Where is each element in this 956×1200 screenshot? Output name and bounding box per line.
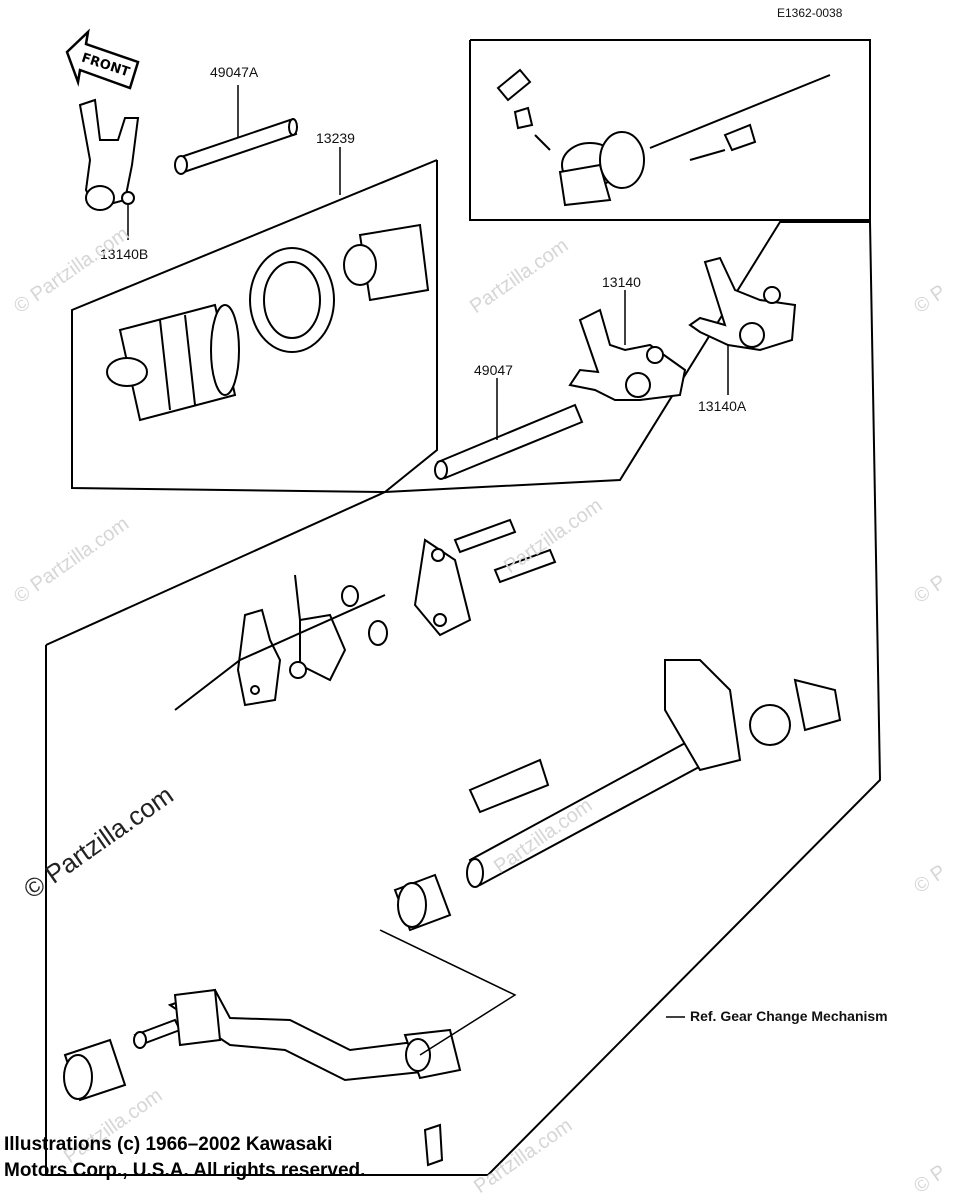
shift-rod-49047a-icon bbox=[174, 118, 298, 175]
shift-linkage-icon bbox=[174, 518, 557, 711]
shift-fork-13140a-icon bbox=[688, 256, 797, 352]
shift-drum-13239-icon bbox=[106, 223, 430, 422]
shift-fork-13140-icon bbox=[568, 308, 687, 401]
upper-right-outline bbox=[469, 39, 871, 221]
label-49047a: 49047A bbox=[210, 64, 259, 80]
label-49047: 49047 bbox=[474, 362, 513, 378]
label-13140a: 13140A bbox=[698, 398, 747, 414]
main-outline bbox=[71, 159, 438, 494]
label-13140: 13140 bbox=[602, 274, 641, 290]
copyright-line-1: Illustrations (c) 1966–2002 Kawasaki bbox=[4, 1134, 333, 1155]
label-13239: 13239 bbox=[316, 130, 355, 146]
reference-note: Ref. Gear Change Mechanism bbox=[690, 1008, 888, 1024]
detent-assembly-icon bbox=[496, 68, 831, 207]
shift-fork-13140b-icon bbox=[78, 98, 140, 211]
shift-rod-49047-icon bbox=[434, 403, 584, 480]
copyright-line-2: Motors Corp., U.S.A. All rights reserved… bbox=[4, 1160, 366, 1181]
drawing-code: E1362-0038 bbox=[777, 6, 843, 20]
lower-outline bbox=[45, 221, 882, 1176]
shift-shaft-icon bbox=[393, 659, 842, 932]
shift-pedal-icon bbox=[63, 988, 462, 1167]
front-arrow-icon: FRONT bbox=[65, 28, 140, 90]
label-13140b: 13140B bbox=[100, 246, 149, 262]
